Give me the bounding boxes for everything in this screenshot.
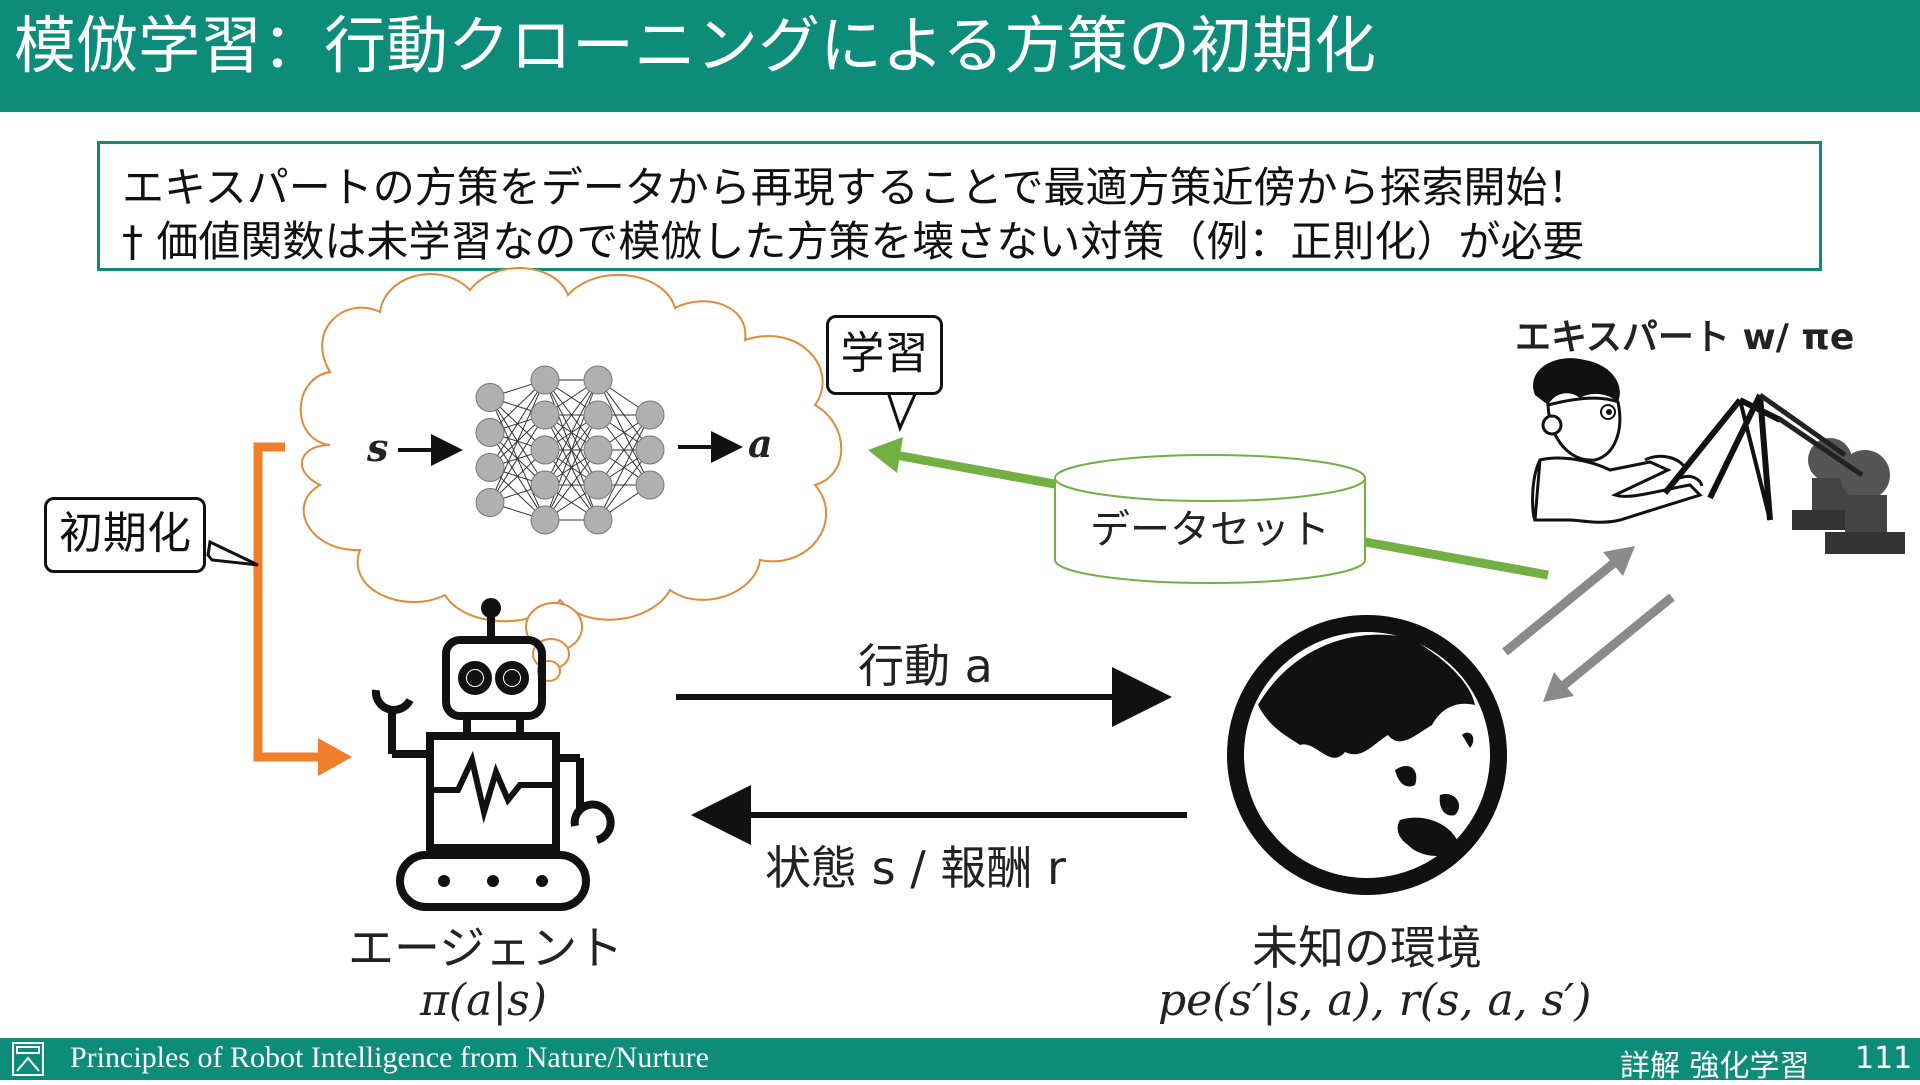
state-reward-label: 状態 s / 報酬 r	[765, 841, 1066, 895]
nn-node	[475, 488, 505, 517]
nn-connection	[544, 379, 599, 451]
nn-connection	[544, 379, 599, 521]
nn-node	[475, 383, 505, 412]
init-label: 初期化	[59, 508, 191, 559]
nn-input-label: s	[367, 425, 389, 470]
dataset-to-cloud-line	[889, 449, 1061, 490]
env-to-expert-arrow-head	[1603, 546, 1635, 576]
nn-connection	[489, 379, 546, 503]
expert-to-env-arrow-head	[1543, 672, 1574, 702]
nn-node	[635, 435, 665, 465]
nn-node	[583, 365, 613, 395]
nn-node	[530, 435, 560, 465]
page-number: 111	[1855, 1041, 1913, 1076]
summary-line-2: † 価値関数は未学習なので模倣した方策を壊さない対策（例：正則化）が必要	[122, 217, 1585, 266]
agent-name: エージェント	[348, 921, 624, 975]
env-to-expert-arrow	[1502, 554, 1623, 656]
init-arrow-head	[318, 738, 352, 776]
summary-line-1: エキスパートの方策をデータから再現することで最適方策近傍から探索開始！	[122, 163, 1590, 212]
slide-footer: Principles of Robot Intelligence from Na…	[0, 1038, 1920, 1084]
footer-series-title: Principles of Robot Intelligence from Na…	[70, 1041, 709, 1074]
nn-connection	[597, 414, 651, 486]
nn-node	[583, 470, 613, 500]
env-dynamics: pe(s′|s, a), r(s, a, s′)	[1158, 975, 1592, 1026]
robot-agent-icon	[371, 598, 615, 911]
neural-network-icon	[475, 365, 665, 535]
dataset-cylinder	[1054, 454, 1366, 584]
nn-node	[530, 400, 560, 430]
footer-book-title: 詳解 強化学習	[1620, 1049, 1810, 1084]
init-arrow	[253, 442, 330, 762]
nn-node	[475, 453, 505, 482]
globe-environment-icon	[1227, 615, 1507, 895]
thought-cloud	[299, 267, 843, 682]
learn-bubble: 学習	[826, 315, 943, 395]
nn-output-label: a	[748, 421, 773, 466]
nn-connection	[597, 449, 651, 521]
dataset-to-expert-line	[1364, 537, 1549, 580]
expert-label: エキスパート w/ πe	[1515, 317, 1855, 358]
agent-policy: π(a|s)	[420, 975, 547, 1026]
nn-node	[583, 505, 613, 535]
env-name: 未知の環境	[1252, 921, 1482, 975]
university-logo-icon	[12, 1042, 44, 1076]
slide-title: 模倣学習：行動クローニングによる方策の初期化	[14, 9, 1377, 82]
nn-node	[635, 470, 665, 500]
nn-connection	[544, 414, 599, 521]
diagram-canvas	[206, 267, 1905, 911]
action-label: 行動 a	[858, 639, 993, 693]
learn-bubble-tail	[885, 390, 919, 433]
nn-node	[530, 470, 560, 500]
nn-node	[583, 400, 613, 430]
init-bubble: 初期化	[44, 497, 206, 573]
learn-label: 学習	[840, 328, 929, 379]
nn-connection	[544, 379, 599, 486]
dataset-label: データセット	[1090, 507, 1330, 553]
nn-node	[530, 505, 560, 535]
nn-node	[583, 435, 613, 465]
slide-header: 模倣学習：行動クローニングによる方策の初期化	[0, 0, 1920, 112]
nn-node	[530, 365, 560, 395]
expert-to-env-arrow	[1555, 593, 1675, 694]
nn-connection	[544, 449, 599, 521]
expert-operator-icon	[1531, 358, 1905, 554]
nn-node	[475, 418, 505, 447]
init-bubble-tail	[206, 539, 259, 567]
nn-connection	[489, 414, 546, 503]
nn-node	[635, 400, 665, 430]
dataset-arrow-head	[868, 437, 903, 473]
nn-connection	[489, 379, 546, 468]
nn-connection	[597, 414, 651, 521]
summary-callout: エキスパートの方策をデータから再現することで最適方策近傍から探索開始！ † 価値…	[97, 141, 1822, 271]
